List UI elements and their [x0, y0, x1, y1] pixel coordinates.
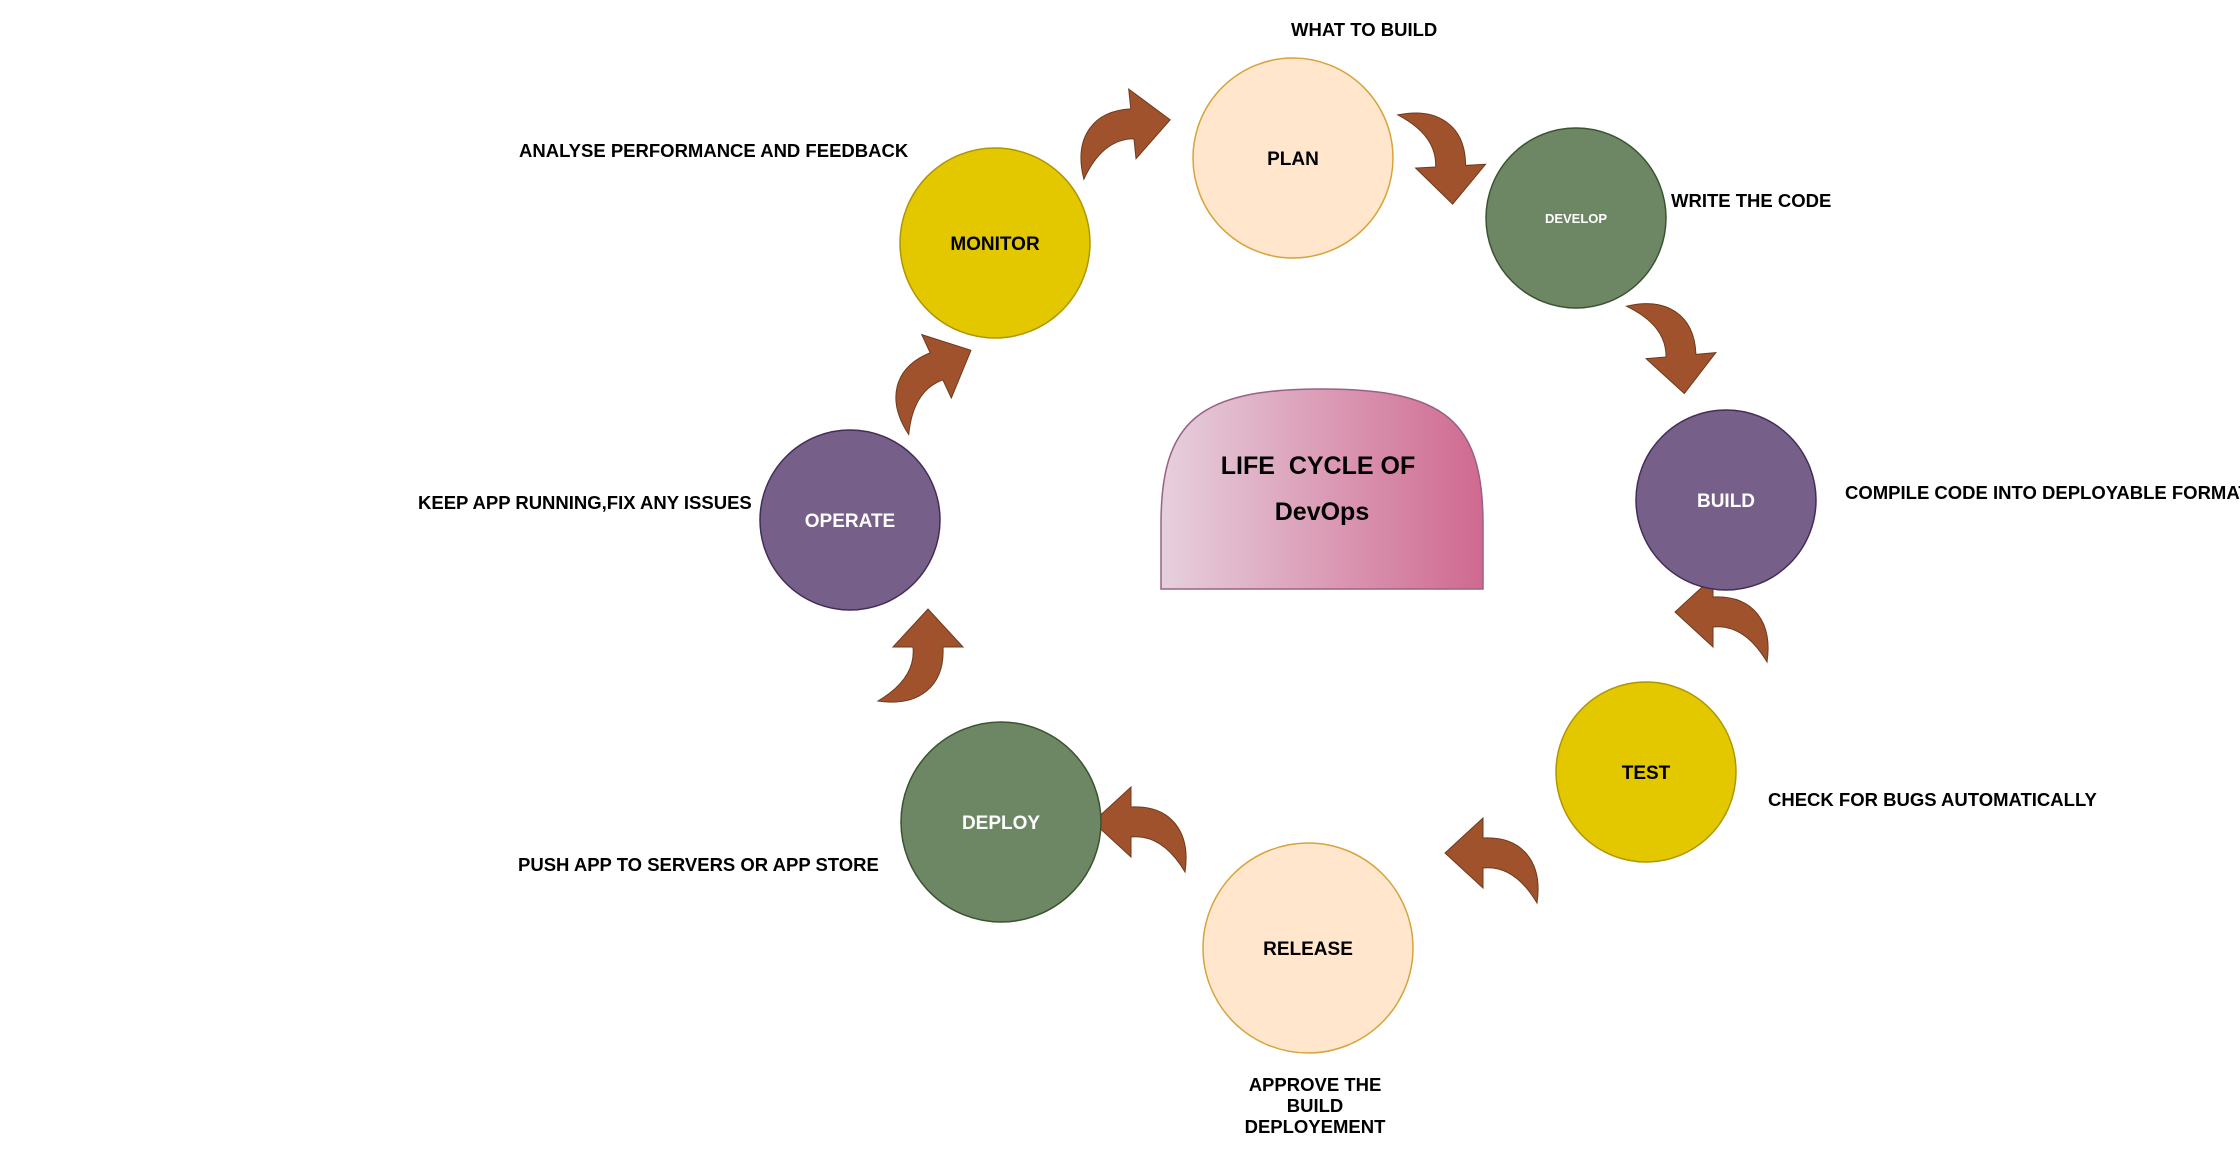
operate-label: OPERATE: [805, 511, 895, 532]
operate-circle: [759, 429, 941, 611]
develop-circle: [1485, 127, 1667, 309]
stage-monitor: MONITOR: [899, 147, 1091, 339]
stage-build: BUILD: [1635, 409, 1817, 591]
develop-label: DEVELOP: [1545, 211, 1607, 226]
arrow-monitor-to-plan: [1073, 84, 1176, 180]
release-description: APPROVE THE BUILD DEPLOYEMENT: [1240, 1074, 1390, 1137]
build-label: BUILD: [1697, 491, 1755, 512]
monitor-description: ANALYSE PERFORMANCE AND FEEDBACK: [519, 140, 909, 161]
release-description-line-3: DEPLOYEMENT: [1244, 1116, 1386, 1137]
plan-description: WHAT TO BUILD: [1291, 19, 1438, 40]
center-title-line-1: LIFE CYCLE OF: [1221, 452, 1415, 480]
arrow-develop-to-build: [1625, 297, 1720, 399]
stage-operate: OPERATE: [759, 429, 941, 611]
stage-plan: PLAN: [1192, 57, 1394, 259]
monitor-label: MONITOR: [950, 234, 1040, 255]
operate-description: KEEP APP RUNNING,FIX ANY ISSUES: [418, 492, 752, 513]
build-description: COMPILE CODE INTO DEPLOYABLE FORMAT: [1845, 482, 2240, 503]
stage-nodes: PLAN DEVELOP BUILD TEST RELEASE DEPLOY O…: [759, 57, 1817, 1054]
monitor-circle: [899, 147, 1091, 339]
develop-description: WRITE THE CODE: [1671, 190, 1832, 211]
stage-test: TEST: [1555, 681, 1737, 863]
test-circle: [1555, 681, 1737, 863]
test-label: TEST: [1622, 763, 1671, 784]
plan-circle: [1192, 57, 1394, 259]
stage-develop: DEVELOP: [1485, 127, 1667, 309]
release-circle: [1202, 842, 1414, 1054]
center-dome-shape: [1160, 388, 1484, 590]
center-dome: LIFE CYCLE OF DevOps: [1160, 388, 1484, 590]
build-circle: [1635, 409, 1817, 591]
stage-release: RELEASE: [1202, 842, 1414, 1054]
center-title-line-2: DevOps: [1275, 498, 1369, 526]
stage-deploy: DEPLOY: [900, 721, 1102, 923]
arrow-plan-to-develop: [1397, 108, 1489, 208]
arrow-deploy-to-operate: [877, 608, 964, 703]
test-description: CHECK FOR BUGS AUTOMATICALLY: [1768, 789, 2097, 810]
release-label: RELEASE: [1263, 939, 1353, 960]
release-description-line-1: APPROVE THE: [1248, 1074, 1382, 1095]
plan-label: PLAN: [1267, 149, 1319, 170]
release-description-line-2: BUILD: [1286, 1095, 1344, 1116]
deploy-label: DEPLOY: [962, 813, 1040, 834]
deploy-circle: [900, 721, 1102, 923]
arrow-release-to-deploy: [1092, 786, 1187, 873]
arrow-test-to-release: [1444, 817, 1539, 904]
deploy-description: PUSH APP TO SERVERS OR APP STORE: [518, 854, 879, 875]
